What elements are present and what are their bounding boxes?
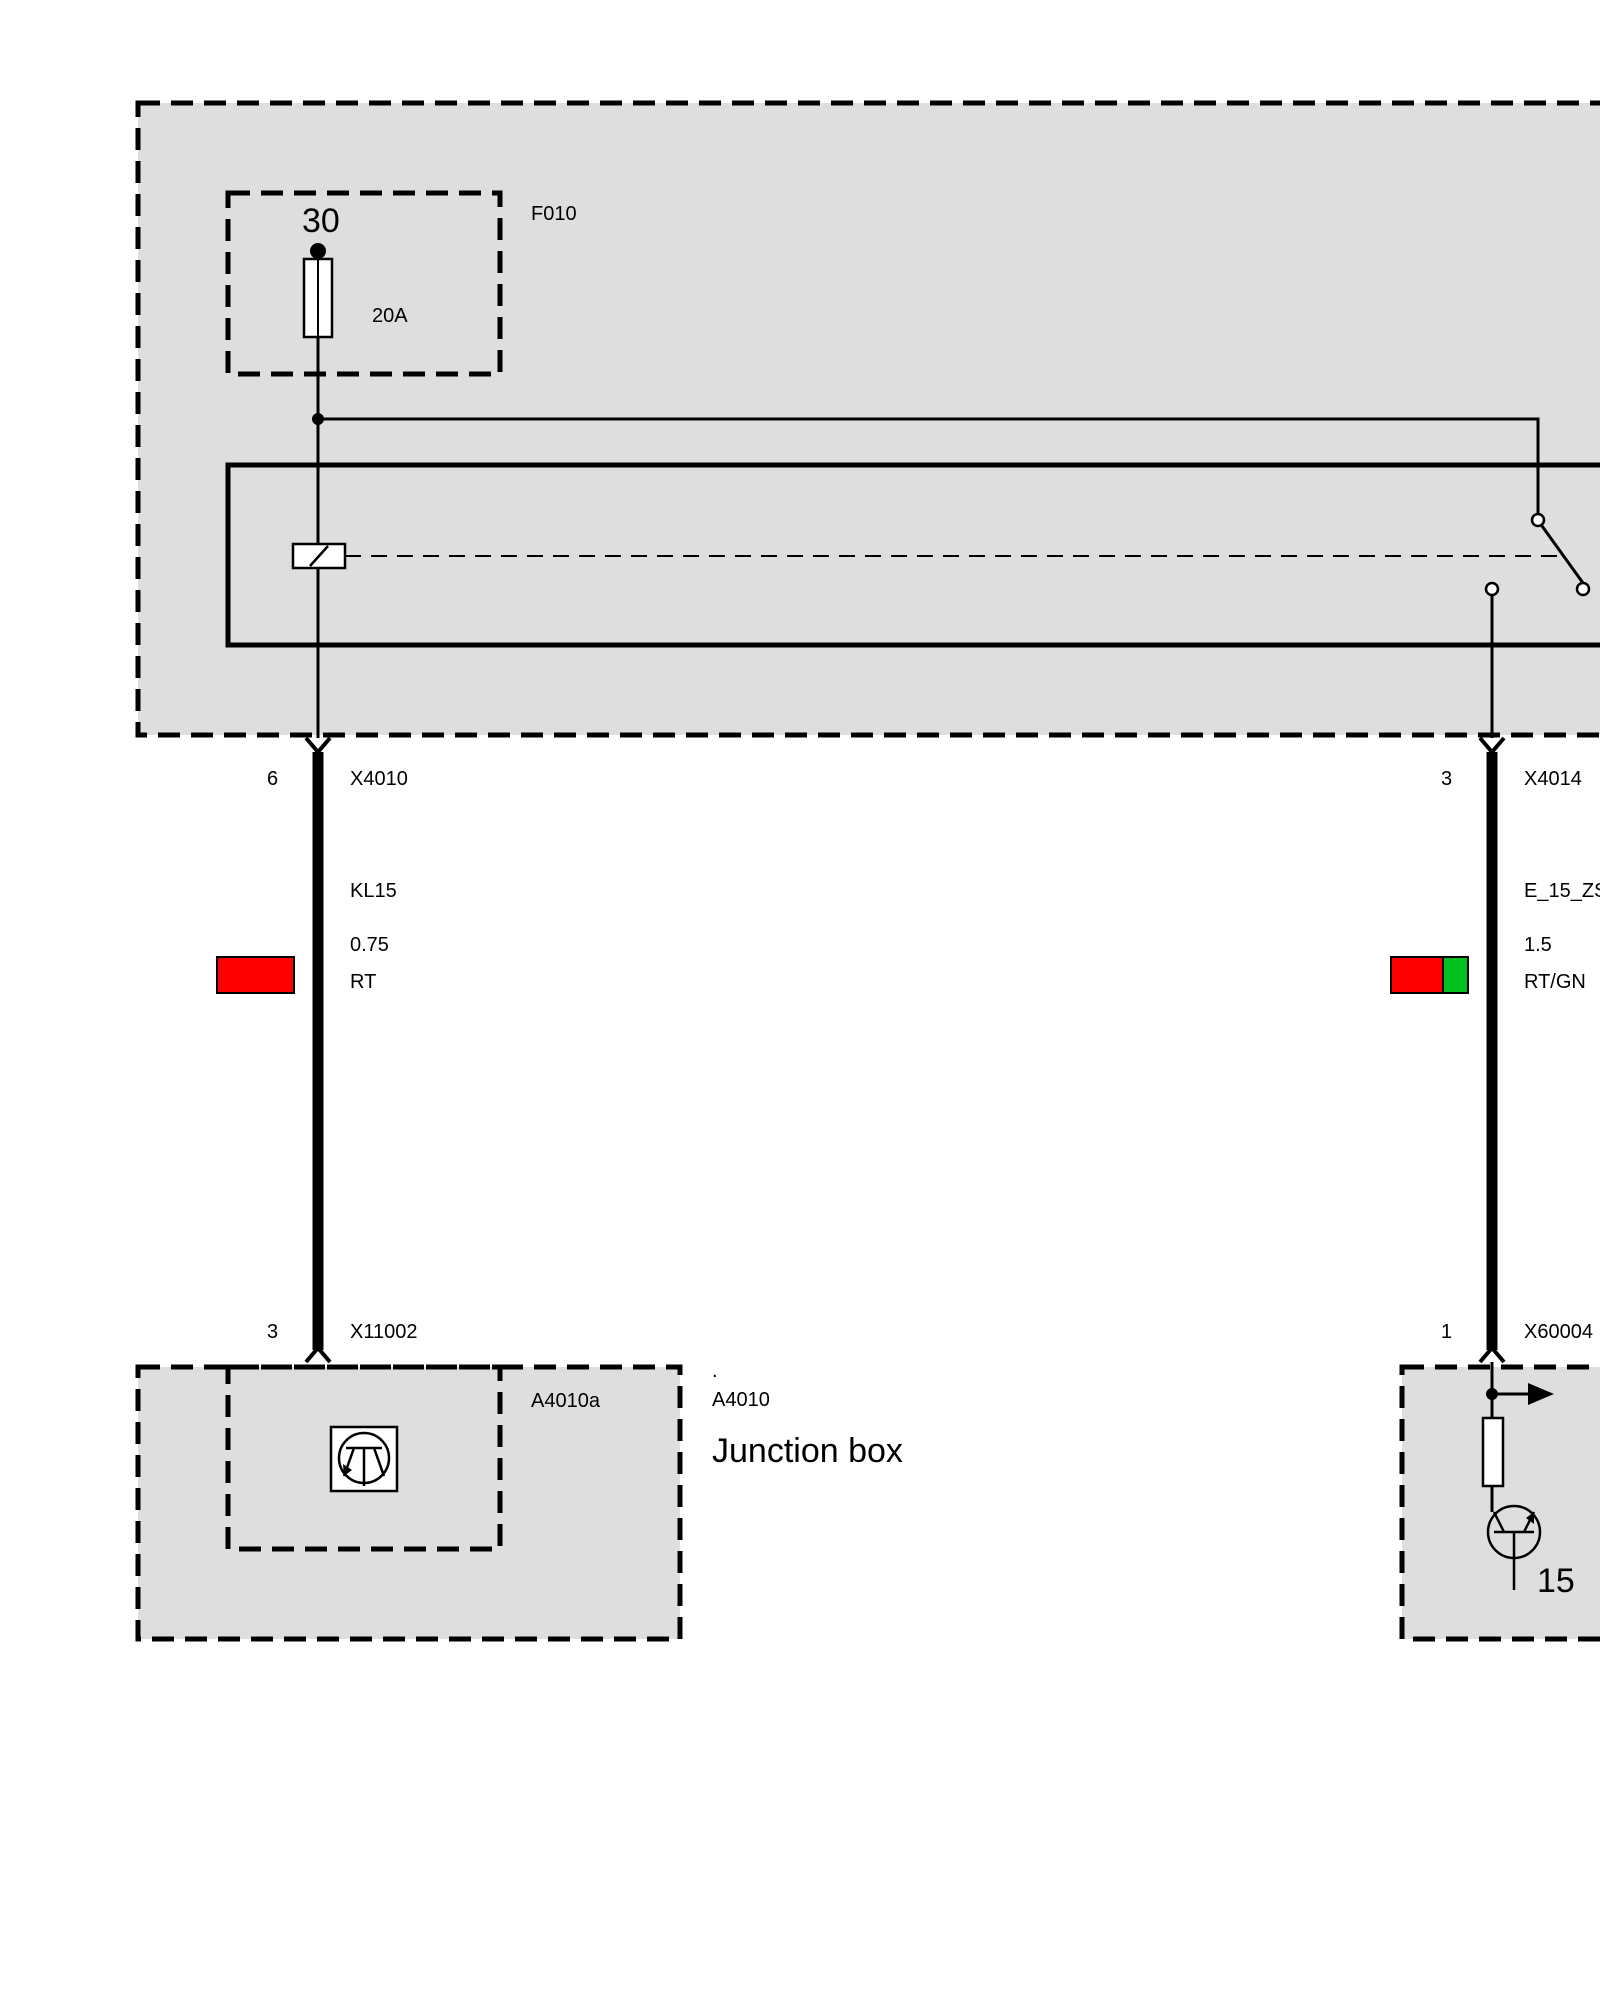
relay-feed-wire — [318, 417, 1540, 520]
module-sub-id-label: A4010a — [531, 1390, 601, 1412]
connector-x4014-symbol — [1478, 736, 1506, 756]
connector-x4010-symbol — [304, 736, 332, 756]
connector-x60004-pin: 1 — [1441, 1321, 1452, 1343]
relay-frame — [225, 462, 1600, 648]
transistor-icon — [329, 1425, 399, 1493]
right-module-box — [1399, 1364, 1600, 1642]
relay-contact-top — [1530, 512, 1546, 528]
wire-right-color-swatch-primary — [1390, 956, 1444, 994]
wire-left-color-swatch — [216, 956, 295, 994]
module-id-label: A4010 — [712, 1389, 770, 1411]
connector-x60004-symbol — [1478, 1344, 1506, 1364]
resistor-icon — [1481, 1416, 1505, 1488]
connector-x11002-id: X11002 — [350, 1321, 417, 1343]
wire-right-signal: E_15_ZS — [1524, 880, 1600, 902]
connector-x4010-pin: 6 — [267, 768, 278, 790]
connector-x11002-symbol — [304, 1344, 332, 1364]
relay-contact-right — [1575, 581, 1591, 597]
fuse-terminal-dot — [310, 243, 326, 259]
relay-contact-output — [1484, 581, 1500, 597]
right-module-terminal-label: 15 — [1537, 1562, 1575, 1600]
relay-coil-slash — [309, 545, 329, 567]
output-arrow-icon — [1528, 1383, 1554, 1405]
right-module-circuit — [1481, 1362, 1554, 1512]
wire-left-color-code: RT — [350, 971, 376, 993]
connector-x4010-id: X4010 — [350, 768, 408, 790]
junction-box-submodule — [225, 1364, 503, 1552]
fuse-box — [225, 190, 503, 377]
wire-right-color-code: RT/GN — [1524, 971, 1586, 993]
transistor-right-icon — [1486, 1504, 1542, 1590]
relay-switch-blade — [1540, 525, 1585, 584]
wire-right-color-swatch-secondary — [1442, 956, 1469, 994]
connector-x4014-pin: 3 — [1441, 768, 1452, 790]
wire-left-signal: KL15 — [350, 880, 397, 902]
module-dot-label: . — [712, 1360, 718, 1382]
fuse-id-label: F010 — [531, 203, 577, 225]
module-name-label: Junction box — [712, 1432, 903, 1470]
connector-x60004-id: X60004 — [1524, 1321, 1593, 1343]
wire-right-gauge: 1.5 — [1524, 934, 1552, 956]
fuse-rating-label: 20A — [372, 305, 408, 327]
connector-x11002-pin: 3 — [267, 1321, 278, 1343]
fuse-terminal-label: 30 — [302, 202, 340, 240]
wire-left-gauge: 0.75 — [350, 934, 389, 956]
connector-x4014-id: X4014 — [1524, 768, 1582, 790]
